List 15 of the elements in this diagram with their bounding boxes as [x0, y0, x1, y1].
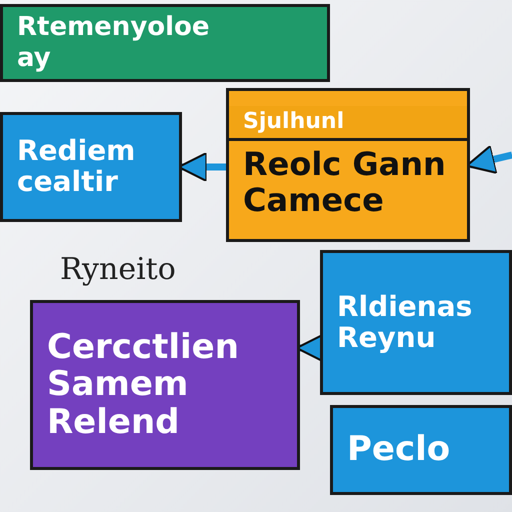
box-label: Rldienas Reynu [337, 292, 474, 354]
box-label: Cercctlien Samem Relend [47, 328, 240, 442]
box-label: Rediem cealtir [17, 136, 136, 198]
process-box [0, 112, 182, 222]
box-label: Rtemenyoloe [17, 13, 211, 42]
process-box [226, 88, 470, 242]
process-box [320, 250, 512, 395]
box-label: ay [17, 44, 52, 73]
free-text: Ryneito [60, 252, 176, 287]
box-label: Reolc Gann Camece [243, 147, 447, 218]
process-box [330, 405, 512, 495]
process-box [30, 300, 300, 470]
box-label: Peclo [347, 431, 452, 469]
box-heading: Sjulhunl [229, 106, 467, 142]
process-box [0, 4, 330, 82]
